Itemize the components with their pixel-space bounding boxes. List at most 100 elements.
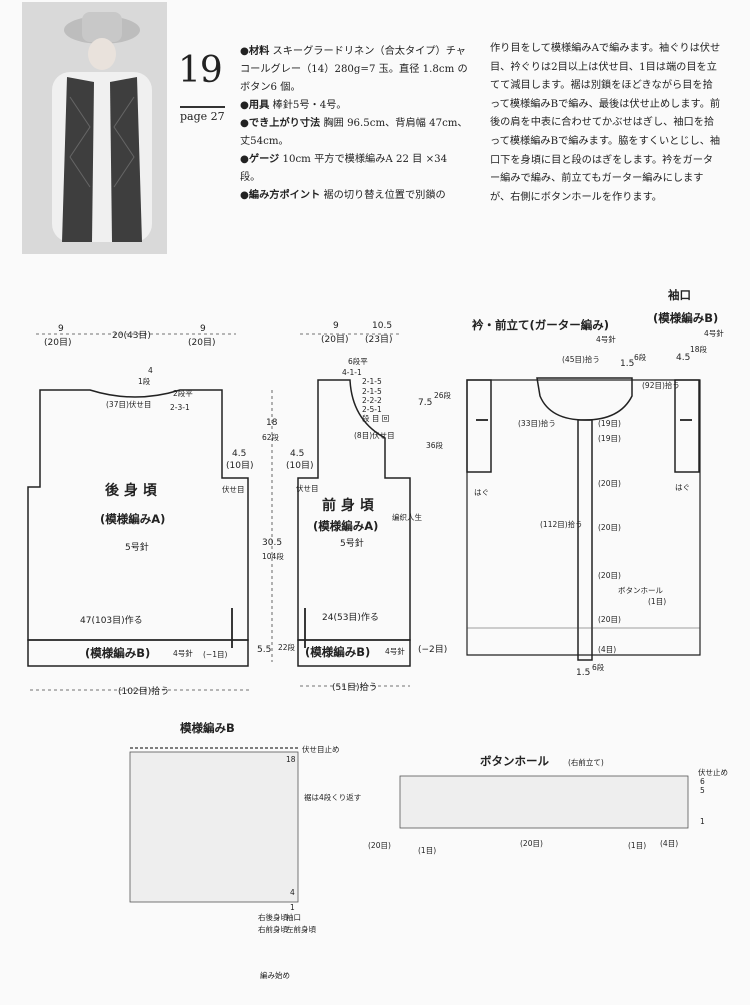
front-pattern: (模様編みA) [313, 519, 378, 533]
back-dim-neck: 20(43目) [112, 330, 151, 341]
front-neck-2: 2-1-5 [362, 377, 382, 386]
chartb-left-label: 右後身頃 [258, 912, 288, 922]
size-label: ●でき上がり寸法 [240, 118, 321, 129]
bh-s20a: (20目) [368, 841, 391, 850]
front-neck-3: 2-1-5 [362, 387, 382, 396]
back-dim-shoulder-l-st: (20目) [44, 337, 71, 348]
materials-block: ●材料 スキーグラードリネン（合太タイプ）チャコールグレー（14）280g=7 … [240, 43, 470, 205]
collar-b6: 6段 [592, 662, 605, 672]
collar-body-outline [466, 379, 701, 656]
cuff-pick92: (92目)拾う [642, 380, 680, 390]
front-title: 前 身 頃 [322, 497, 375, 514]
front-dim-9: 9 [333, 321, 339, 331]
front-needle: 5号針 [340, 537, 364, 549]
back-dim-55: 5.5 [257, 645, 271, 655]
description-text: 作り目をして模様編みAで編みます。袖ぐりは伏せ目、衿ぐりは2目以上は伏せ目、1目… [490, 43, 721, 203]
collar-pick33: (33目)拾う [518, 418, 556, 428]
back-needle: 5号針 [125, 541, 149, 553]
front-watermark: 编织人生 [392, 512, 422, 522]
back-dim-shoulder-r: 9 [200, 324, 206, 334]
bh-bind: 伏せ止め [698, 767, 728, 777]
back-dim-104: 104段 [262, 551, 284, 561]
bh-grid [399, 775, 689, 829]
collar-buttonhole-st: (1目) [648, 597, 666, 606]
collar-c20b: (20目) [598, 523, 621, 532]
front-neck-1: 4-1-1 [342, 368, 362, 377]
chartb-row4: 4 [290, 888, 295, 897]
collar-buttonhole: ボタンホール [618, 586, 663, 595]
bh-s1b: (1目) [628, 841, 646, 850]
cuff-pattern: (模様編みB) [653, 311, 718, 325]
front-dim-26: 26段 [434, 390, 452, 400]
collar-d6: 6段 [634, 352, 647, 362]
points-text: 裾の切り替え位置で別鎖の [323, 190, 446, 201]
collar-c4: (4目) [598, 645, 616, 654]
collar-b15: 1.5 [576, 668, 590, 678]
chartb-row1: 1 [290, 903, 295, 912]
back-hem: (模様編みB) [85, 646, 150, 660]
front-cast-on: 24(53目)作る [322, 611, 379, 623]
bh-s4: (4目) [660, 839, 678, 848]
front-hem: (模様編みB) [305, 645, 370, 659]
bh-title: ボタンホール [480, 754, 549, 768]
collar-title: 衿・前立て(ガーター編み) [472, 318, 609, 332]
materials-text: スキーグラードリネン（合太タイプ）チャコールグレー（14）280g=7 玉。直径… [240, 46, 468, 93]
front-armhole-bind: 伏せ目 [296, 483, 319, 493]
size-text: 胸囲 96.5cm、背肩幅 47cm、丈54cm。 [240, 118, 468, 147]
points-label: ●編み方ポイント [240, 190, 321, 201]
gauge-label: ●ゲージ [240, 154, 280, 165]
front-band [577, 419, 593, 661]
front-dim-9st: (20目) [321, 334, 348, 345]
back-hem-needle: 4号針 [173, 648, 193, 658]
back-dim-18: 18 [266, 418, 278, 428]
back-title: 後 身 頃 [105, 482, 158, 499]
back-armhole-bind: 伏せ目 [222, 484, 245, 494]
back-armhole-10: (10目) [226, 460, 253, 471]
collar-c20d: (20目) [598, 615, 621, 624]
collar-seam-left: はぐ [474, 488, 489, 497]
model-photo [22, 2, 167, 254]
back-bind-37: (37目)伏せ目 [106, 399, 151, 409]
front-pickup: (51目)拾う [332, 681, 377, 693]
cuff-needle: 4号針 [704, 328, 724, 338]
cuff-left [466, 379, 492, 473]
back-dim-shoulder-r-st: (20目) [188, 337, 215, 348]
front-hem-dec: (−2目) [418, 644, 447, 655]
front-neck-0: 6段平 [348, 356, 368, 366]
back-hem-dec: (−1目) [203, 650, 227, 659]
front-neck-5: 2-5-1 [362, 405, 382, 414]
chartb-start: 編み始め [260, 970, 290, 980]
collar-pick45: (45目)拾う [562, 354, 600, 364]
front-neck-4: 2-2-2 [362, 396, 382, 405]
collar-needle: 4号針 [596, 334, 616, 344]
collar-pick112: (112目)拾う [540, 519, 583, 529]
chartb-repeat: 裾は4段くり返す [304, 792, 361, 802]
chartb-grid [129, 747, 299, 903]
front-armhole-45: 4.5 [290, 449, 304, 459]
bh-s20b: (20目) [520, 839, 543, 848]
chartb-title: 模様編みB [180, 721, 235, 735]
collar-d15: 1.5 [620, 359, 634, 369]
page-reference: page 27 [180, 106, 225, 123]
cuff-d18: 18段 [690, 344, 708, 354]
pattern-number: 19 [178, 50, 223, 91]
bh-r6: 6 [700, 777, 705, 786]
back-neck-2: 2段平 [173, 388, 193, 398]
bh-r1: 1 [700, 817, 705, 826]
chartb-right-label: 右前身頃 [258, 924, 288, 934]
back-pattern: (模様編みA) [100, 512, 165, 526]
chartb-left-front: 左前身頃 [286, 924, 316, 934]
cuff-d45: 4.5 [676, 353, 690, 363]
collar-c20c: (20目) [598, 571, 621, 580]
cuff-seam: はぐ [675, 483, 690, 492]
back-dim-305: 30.5 [262, 538, 282, 548]
front-armhole-10: (10目) [286, 460, 313, 471]
collar-c19a: (19目) [598, 419, 621, 428]
back-pickup: (102目)拾う [118, 685, 169, 697]
materials-label: ●材料 [240, 46, 270, 57]
back-neck-1: 1段 [138, 376, 151, 386]
front-dim-36: 36段 [426, 440, 444, 450]
gauge-text: 10cm 平方で模様編みA 22 目 ×34 段。 [240, 154, 448, 183]
front-dim-75: 7.5 [418, 398, 432, 408]
